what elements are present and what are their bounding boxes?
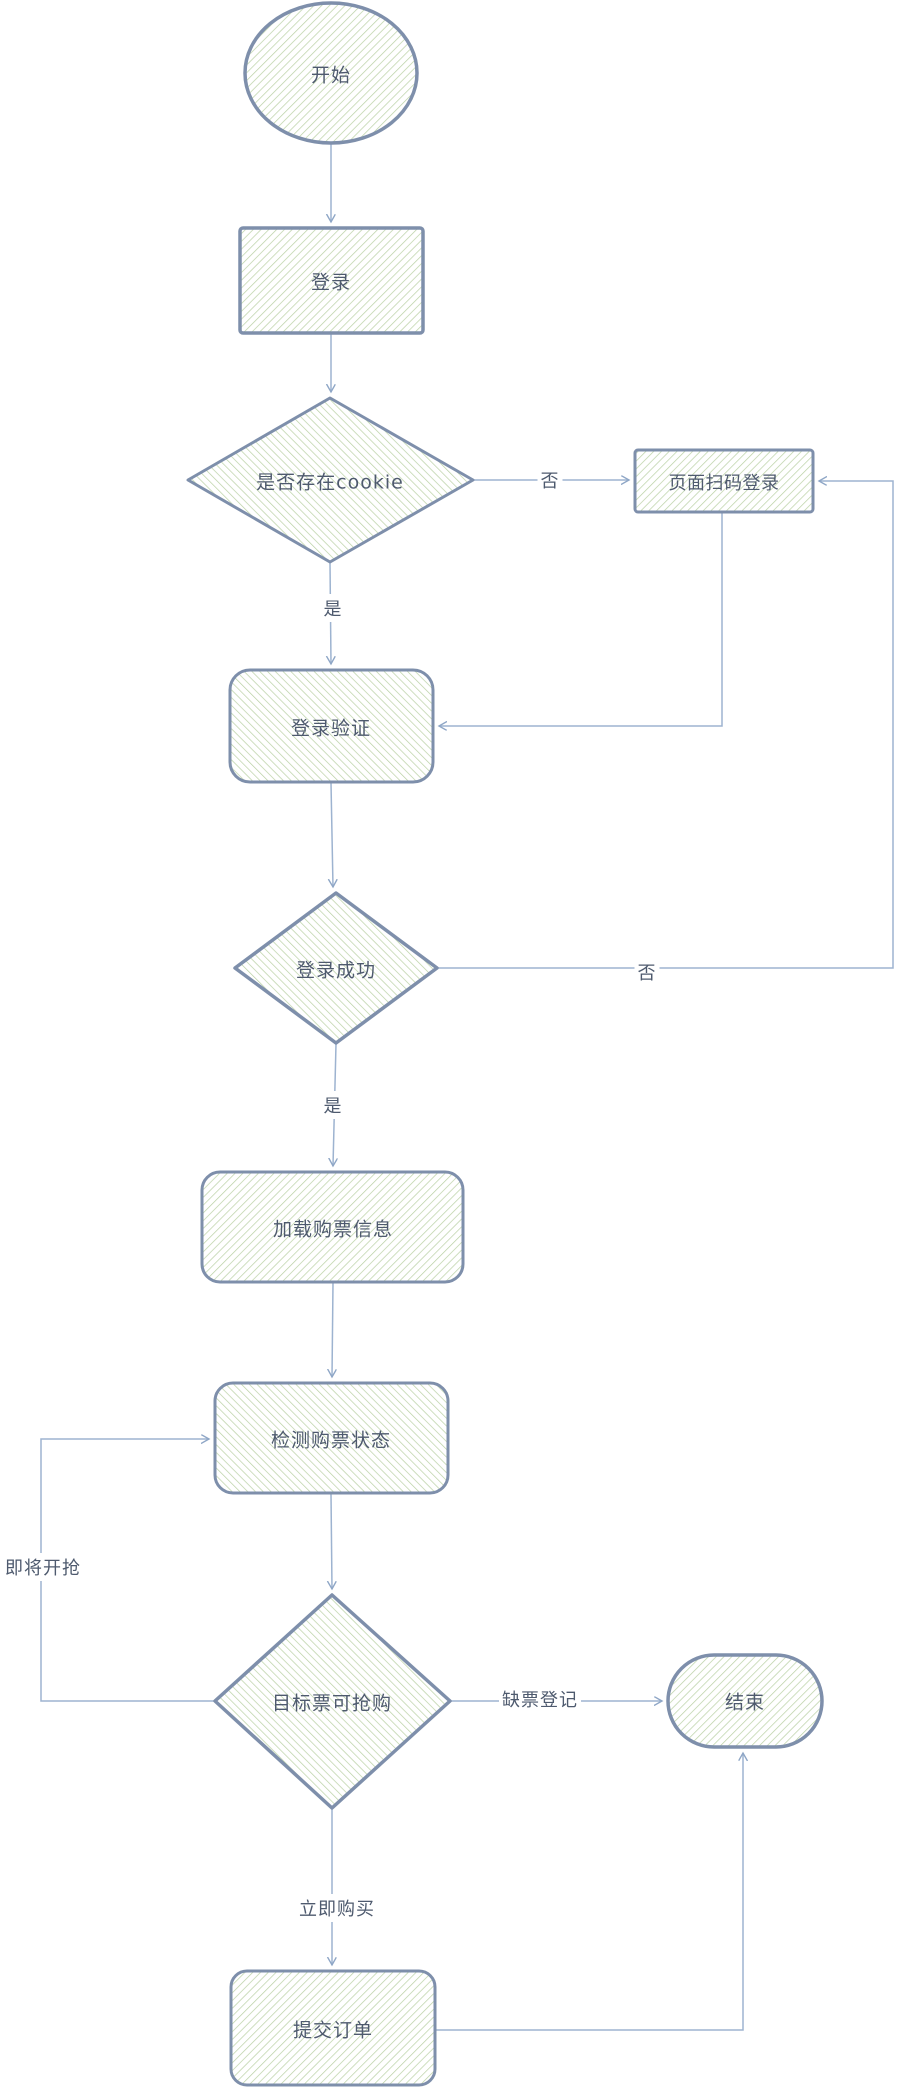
node-qr-login-label[interactable]: 页面扫码登录 [668,473,780,494]
edge-success-no-to-qr-login[interactable] [438,481,894,969]
node-target-available-shape[interactable] [213,1593,452,1810]
node-login-shape[interactable] [238,226,425,335]
node-submit-order-label[interactable]: 提交订单 [292,2019,374,2042]
node-detect-status-label[interactable]: 检测购票状态 [270,1429,392,1452]
edge-label-buy-now[interactable]: 立即购买 [296,1894,378,1922]
edge-label-success-no[interactable]: 否 [634,958,660,986]
node-submit-order-shape[interactable] [229,1969,437,2087]
node-detect-status-shape[interactable] [213,1381,450,1495]
edge-label-cookie-no[interactable]: 否 [537,466,563,494]
edge-label-sold-out[interactable]: 缺票登记 [499,1685,581,1713]
node-target-available-label[interactable]: 目标票可抢购 [271,1692,393,1715]
node-load-ticket-info-label[interactable]: 加载购票信息 [272,1218,394,1241]
edge-load-info-to-detect-status[interactable] [332,1282,333,1377]
edge-label-cookie-yes[interactable]: 是 [320,594,346,622]
node-login-success-shape[interactable] [233,891,439,1045]
edge-label-about-to-open[interactable]: 即将开抢 [2,1553,84,1581]
node-login-verify-label[interactable]: 登录验证 [290,717,372,740]
node-login-label[interactable]: 登录 [310,271,352,294]
node-cookie-check-label[interactable]: 是否存在cookie [256,471,404,494]
edge-qr-login-to-login-verify[interactable] [439,513,723,726]
node-login-verify-shape[interactable] [228,668,435,784]
edge-detect-status-to-target-available[interactable] [331,1493,332,1589]
node-load-ticket-info-shape[interactable] [200,1170,465,1284]
node-start-label[interactable]: 开始 [310,64,352,87]
node-qr-login-shape[interactable] [633,448,815,514]
node-end-shape[interactable] [666,1653,824,1749]
node-start-shape[interactable] [243,1,419,145]
node-end-label[interactable]: 结束 [724,1691,766,1714]
node-cookie-check-shape[interactable] [186,396,475,564]
edge-submit-order-to-end[interactable] [436,1753,743,2031]
edge-login-verify-to-login-success[interactable] [331,782,333,887]
edge-label-success-yes[interactable]: 是 [320,1091,346,1119]
node-login-success-label[interactable]: 登录成功 [295,959,377,982]
